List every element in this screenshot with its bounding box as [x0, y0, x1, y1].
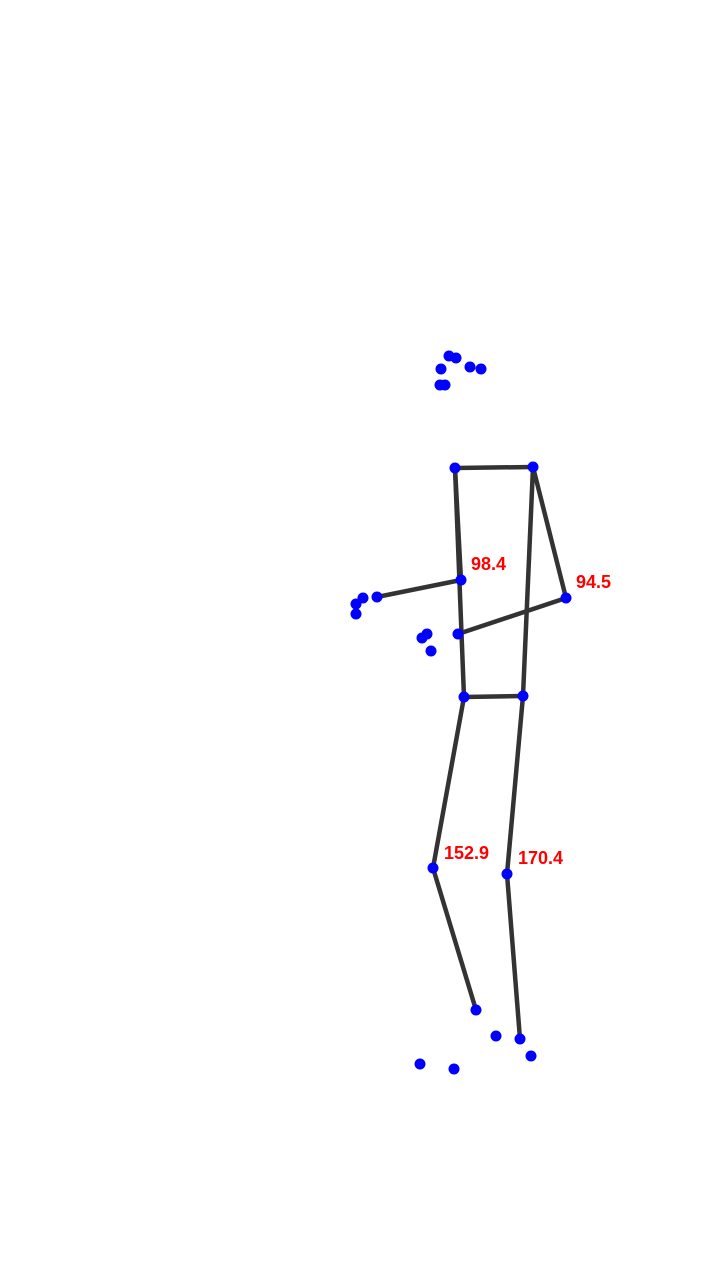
joint-left-hip: [458, 691, 470, 703]
joint-left-ankle: [470, 1004, 482, 1016]
joint-left-shoulder: [449, 462, 461, 474]
joint-left-elbow: [455, 574, 467, 586]
joint-left-knee: [427, 862, 439, 874]
angle-label-left-elbow: 98.4: [471, 554, 506, 574]
joint-right-heel: [525, 1050, 537, 1062]
joint-right-ankle: [514, 1033, 526, 1045]
joint-right-knee: [501, 868, 513, 880]
skeleton-joints: [350, 350, 572, 1075]
bone-right-shoulder-to-right-hip: [520, 464, 536, 699]
joint-left-index: [350, 598, 362, 610]
bone-left-hip-to-right-hip: [461, 693, 526, 700]
joint-mouth-right: [434, 379, 446, 391]
angle-label-right-knee: 170.4: [518, 848, 563, 868]
joint-left-foot-index: [414, 1058, 426, 1070]
bone-left-hip-to-left-knee: [430, 694, 467, 871]
joint-left-eye-inner: [450, 352, 462, 364]
bone-right-shoulder-to-right-elbow: [530, 464, 569, 601]
bone-right-elbow-to-right-wrist: [455, 595, 569, 637]
joint-left-eye: [464, 361, 476, 373]
bone-left-shoulder-to-right-shoulder: [452, 464, 536, 471]
joint-right-hip: [517, 690, 529, 702]
joint-right-shoulder: [527, 461, 539, 473]
joint-right-thumb: [425, 645, 437, 657]
skeleton-bones: [374, 464, 569, 1042]
joint-right-foot-index: [448, 1063, 460, 1075]
bone-left-elbow-to-left-wrist: [374, 577, 464, 600]
joint-right-index: [416, 632, 428, 644]
bone-right-hip-to-right-knee: [504, 693, 526, 877]
joint-left-thumb: [350, 608, 362, 620]
joint-right-wrist: [452, 628, 464, 640]
joint-left-eye-outer: [475, 363, 487, 375]
joint-right-eye: [435, 363, 447, 375]
angle-label-right-elbow: 94.5: [576, 572, 611, 592]
joint-left-wrist: [371, 591, 383, 603]
joint-right-elbow: [560, 592, 572, 604]
bone-right-knee-to-right-ankle: [504, 871, 523, 1042]
joint-left-heel: [490, 1030, 502, 1042]
angle-labels: 98.4 94.5 152.9 170.4: [444, 554, 611, 868]
bone-left-knee-to-left-ankle: [430, 865, 479, 1013]
angle-label-left-knee: 152.9: [444, 843, 489, 863]
